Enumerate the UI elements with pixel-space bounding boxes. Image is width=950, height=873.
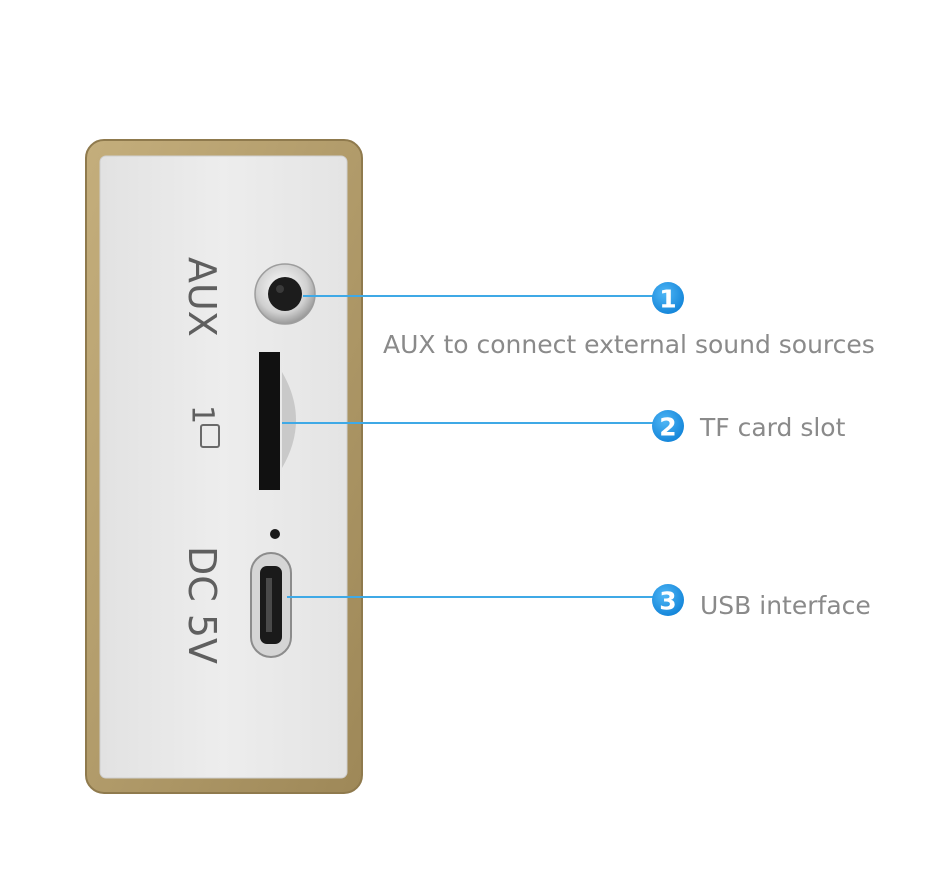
- tf-card-slot: [259, 352, 296, 490]
- dc-label: DC 5V: [180, 546, 224, 664]
- callout-badge-1: 1: [652, 282, 684, 314]
- callout-number-1: 1: [659, 285, 676, 314]
- indicator-dot: [270, 529, 280, 539]
- aux-label: AUX: [180, 257, 224, 337]
- callout-text-1: AUX to connect external sound sources: [383, 330, 875, 359]
- callout-text-2: TF card slot: [699, 413, 846, 442]
- tf-card-icon-body: [200, 424, 220, 448]
- callout-badge-2: 2: [652, 410, 684, 442]
- usb-port: [250, 552, 292, 658]
- tf-card-icon: 1: [185, 405, 220, 424]
- callout-number-3: 3: [659, 587, 676, 616]
- callout-text-3: USB interface: [700, 591, 871, 620]
- device-panel: [99, 155, 348, 779]
- callout-badge-3: 3: [652, 584, 684, 616]
- callout-number-2: 2: [659, 413, 676, 442]
- aux-jack: [254, 263, 316, 325]
